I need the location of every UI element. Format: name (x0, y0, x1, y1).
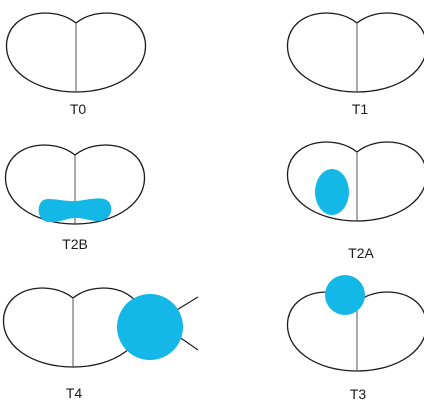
label-t2b: T2B (62, 236, 88, 252)
organ-outline (286, 141, 424, 222)
panel-t3: T3 (286, 275, 424, 402)
label-t2a: T2A (348, 245, 374, 261)
tumor-unilateral (315, 169, 349, 215)
organ-outline (286, 12, 424, 93)
panel-t0: T0 (5, 12, 147, 117)
panel-t2b: T2B (4, 144, 146, 252)
panel-t1: T1 (286, 12, 424, 117)
tumor-extracapsular (325, 275, 365, 315)
label-t3: T3 (350, 386, 367, 402)
label-t1: T1 (352, 101, 369, 117)
panel-t4: T4 (2, 287, 199, 401)
label-t4: T4 (66, 385, 83, 401)
label-t0: T0 (70, 101, 87, 117)
tumor-invasive (117, 294, 183, 360)
extension-line (174, 296, 199, 312)
panel-t2a: T2A (286, 141, 424, 261)
tumor-bilateral (38, 198, 112, 223)
